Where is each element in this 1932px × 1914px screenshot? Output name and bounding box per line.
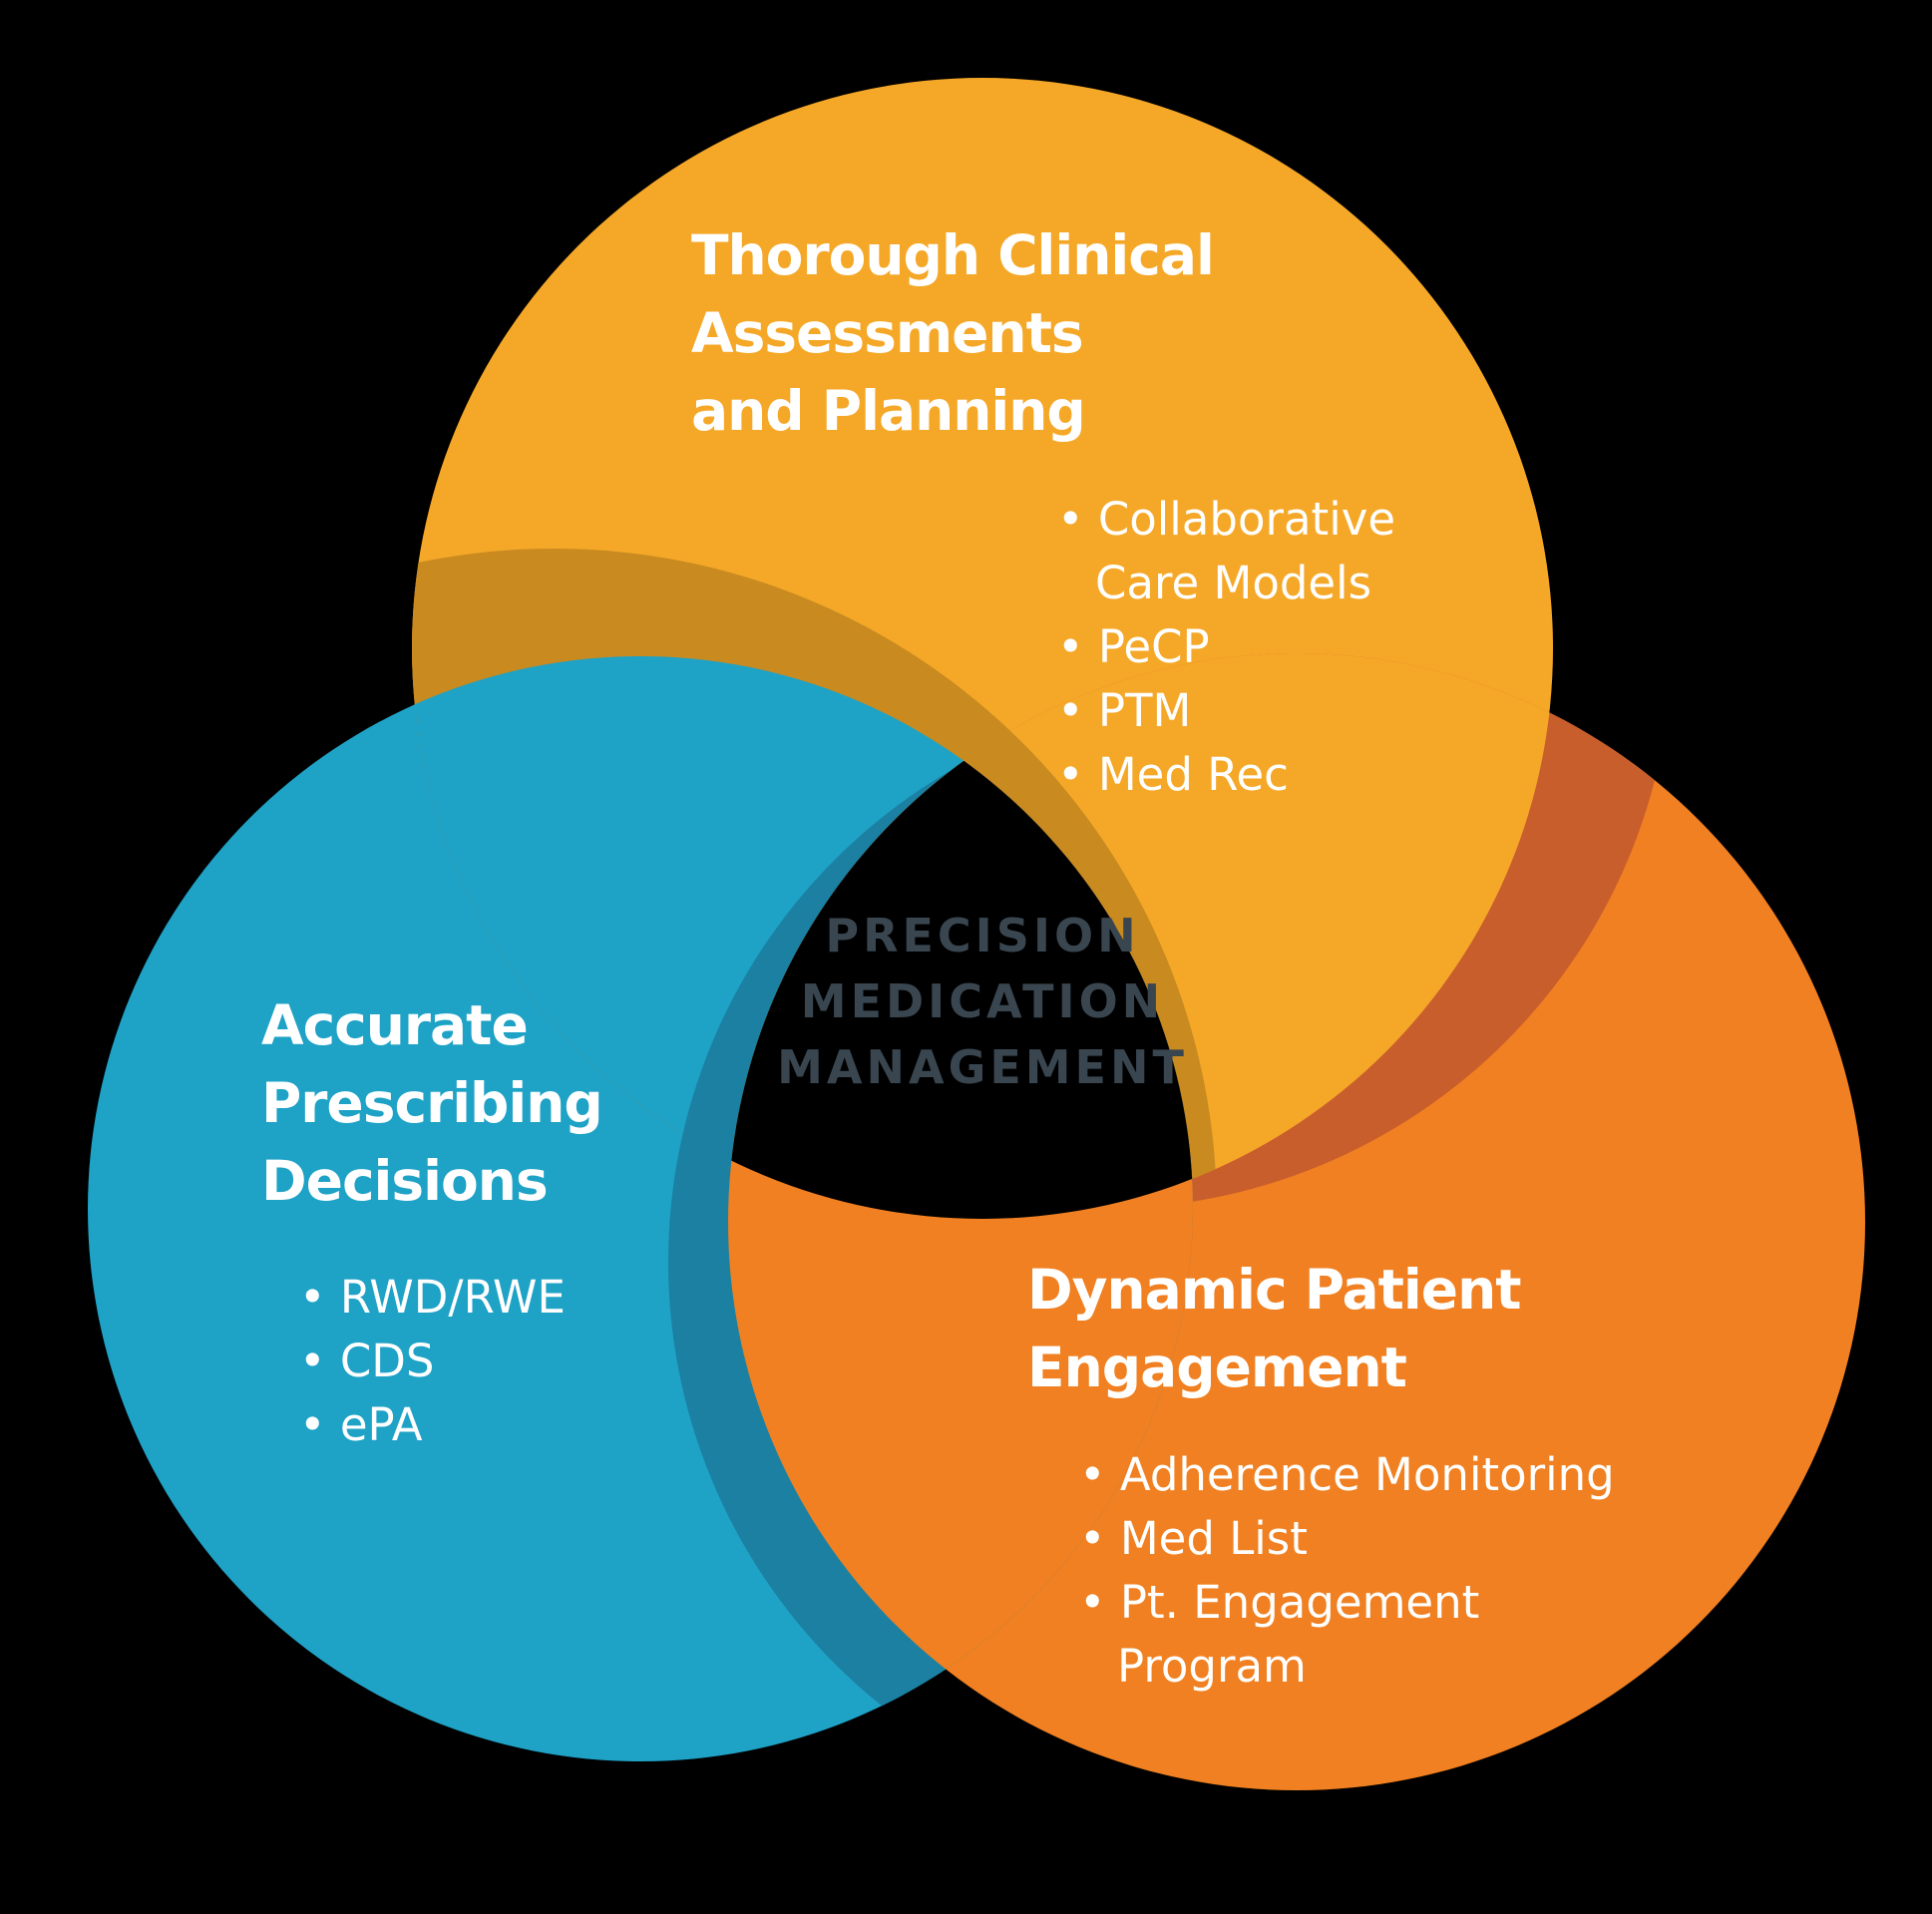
text-line: Decisions <box>261 1149 549 1213</box>
clinical-over-engagement <box>728 653 1553 1219</box>
list-item-continuation: Program <box>1117 1640 1307 1693</box>
list-item: • RWD/RWE <box>299 1271 566 1324</box>
list-item: • CDS <box>299 1335 435 1387</box>
text-line: MEDICATION <box>800 974 1165 1028</box>
list-item: • ePA <box>299 1398 423 1451</box>
list-item: • Med Rec <box>1057 748 1289 801</box>
list-item: • Med List <box>1079 1512 1308 1565</box>
list-item: • PeCP <box>1057 620 1210 673</box>
text-line: Engagement <box>1027 1336 1407 1399</box>
prescribing-list: • RWD/RWE • CDS • ePA <box>299 1266 718 1457</box>
engagement-list: • Adherence Monitoring • Med List • Pt. En… <box>1079 1443 1738 1699</box>
list-item-continuation: Care Models <box>1095 557 1372 609</box>
text-line: Accurate <box>261 993 529 1057</box>
center-label: PRECISION MEDICATION MANAGEMENT <box>673 903 1292 1100</box>
text-line: and Planning <box>691 379 1086 443</box>
list-item: • Adherence Monitoring <box>1079 1448 1615 1501</box>
text-line: PRECISION <box>825 909 1140 962</box>
text-line: Dynamic Patient <box>1027 1258 1522 1322</box>
list-item: • PTM <box>1057 684 1192 737</box>
text-line: Thorough Clinical <box>691 223 1215 287</box>
prescribing-overlap-group <box>668 656 1193 1761</box>
text-line: Assessments <box>691 301 1084 365</box>
text-line: MANAGEMENT <box>777 1040 1188 1094</box>
text-line: Prescribing <box>261 1071 603 1135</box>
